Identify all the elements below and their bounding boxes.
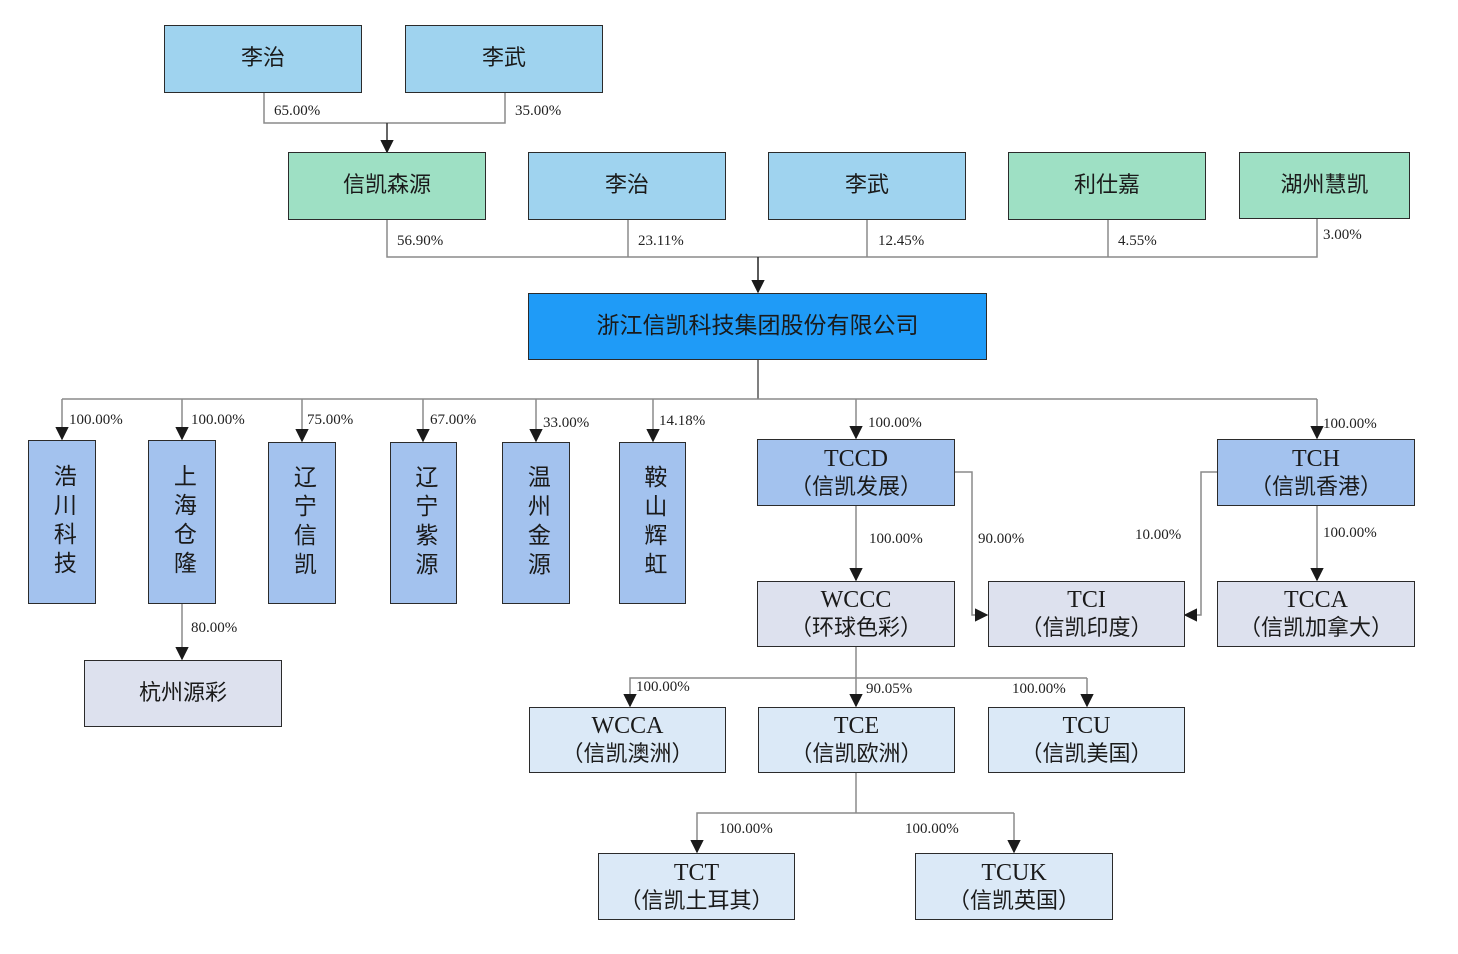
node-code: TCCA [1283,587,1348,614]
node-wenzhou-jinyuan[interactable]: 温州金源 [502,442,570,604]
node-label: 上海仓隆 [169,464,196,580]
pct-li-wu-top-senyuan: 35.00% [515,103,562,119]
pct-wcca: 100.00% [636,679,690,695]
node-li-zhi[interactable]: 李治 [528,152,726,220]
edge-tch-to-tci [1183,471,1217,622]
node-label: （信凯澳洲） [561,742,694,768]
node-label: 李武 [844,173,889,199]
node-code: TCT [673,859,720,886]
node-tcuk[interactable]: TCUK （信凯英国） [915,853,1113,920]
node-shanghai-canglong[interactable]: 上海仓隆 [148,440,216,604]
pct-lishijia: 4.55% [1118,233,1157,249]
node-code: TCH [1292,445,1340,472]
node-company[interactable]: 浙江信凯科技集团股份有限公司 [528,293,987,360]
pct-li-zhi: 23.11% [638,233,684,249]
pct-tct: 100.00% [719,821,773,837]
node-label: 辽宁紫源 [410,465,437,581]
node-label: 浩川科技 [49,464,76,580]
node-tcu[interactable]: TCU （信凯美国） [988,707,1185,773]
pct-li-zhi-top-senyuan: 65.00% [274,103,321,119]
pct-shanghai: 100.00% [191,412,245,428]
node-wccc[interactable]: WCCC （环球色彩） [757,581,955,647]
pct-liaoning-xinkai: 75.00% [307,412,354,428]
node-code: TCU [1062,713,1111,740]
node-haochuan[interactable]: 浩川科技 [28,440,96,604]
node-label: （信凯土耳其） [619,888,774,914]
pct-hangzhou: 80.00% [191,620,238,636]
node-huzhou-huikai[interactable]: 湖州慧凯 [1239,152,1410,219]
node-tch[interactable]: TCH （信凯香港） [1217,439,1415,506]
pct-tcuk: 100.00% [905,821,959,837]
node-label: 浙江信凯科技集团股份有限公司 [596,313,919,340]
pct-haochuan: 100.00% [69,412,123,428]
edge-to-wcca [623,677,1087,708]
node-code: TCI [1067,587,1106,614]
node-code: TCCD [823,445,888,472]
pct-tccd-tci: 90.00% [978,531,1025,547]
node-label: （信凯印度） [1020,616,1153,642]
node-label: （信凯香港） [1249,474,1382,500]
pct-liaoning-ziyuan: 67.00% [430,412,477,428]
node-tcca[interactable]: TCCA （信凯加拿大） [1217,581,1415,647]
pct-tcu: 100.00% [1012,681,1066,697]
pct-tch-tci: 10.00% [1135,527,1182,543]
pct-wenzhou: 33.00% [543,415,590,431]
pct-tcca: 100.00% [1323,525,1377,541]
node-label: 利仕嘉 [1073,173,1140,199]
node-tce[interactable]: TCE （信凯欧洲） [758,707,955,773]
edge-li-zhi-top-senyuan [263,93,506,124]
node-label: 李治 [604,173,649,199]
node-li-wu-top[interactable]: 李武 [405,25,603,93]
node-label: （信凯发展） [789,474,922,500]
node-xinkai-senyuan[interactable]: 信凯森源 [288,152,486,220]
pct-senyuan: 56.90% [397,233,444,249]
node-label: 李武 [481,46,526,72]
edge-tccd-to-tci [954,471,989,622]
node-label: （信凯美国） [1020,742,1153,768]
node-li-zhi-top[interactable]: 李治 [164,25,362,93]
pct-tccd: 100.00% [868,415,922,431]
node-liaoning-xinkai[interactable]: 辽宁信凯 [268,442,336,604]
node-tct[interactable]: TCT （信凯土耳其） [598,853,795,920]
node-code: TCUK [981,859,1047,886]
node-label: （环球色彩） [789,616,922,642]
edge-to-tct [690,812,1014,854]
node-li-wu[interactable]: 李武 [768,152,966,220]
node-label: 鞍山辉虹 [639,465,666,581]
node-label: 辽宁信凯 [289,465,316,581]
node-label: 杭州源彩 [138,680,227,706]
node-liaoning-ziyuan[interactable]: 辽宁紫源 [390,442,457,604]
pct-li-wu: 12.45% [878,233,925,249]
node-label: 李治 [240,46,285,72]
pct-tce: 90.05% [866,681,913,697]
node-code: WCCC [820,587,892,614]
pct-tch: 100.00% [1323,416,1377,432]
node-tci[interactable]: TCI （信凯印度） [988,581,1185,647]
node-label: 温州金源 [523,465,550,581]
node-code: TCE [833,713,880,740]
pct-wccc: 100.00% [869,531,923,547]
node-wcca[interactable]: WCCA （信凯澳洲） [529,707,726,773]
node-label: （信凯英国） [947,888,1080,914]
node-label: （信凯加拿大） [1238,616,1393,642]
node-tccd[interactable]: TCCD （信凯发展） [757,439,955,506]
node-label: 湖州慧凯 [1280,172,1369,198]
node-code: WCCA [591,713,664,740]
node-label: 信凯森源 [342,173,431,199]
node-hangzhou-yuancai[interactable]: 杭州源彩 [84,660,282,727]
pct-huzhou: 3.00% [1323,227,1362,243]
pct-anshan: 14.18% [659,413,706,429]
node-label: （信凯欧洲） [790,742,923,768]
node-anshan-huihong[interactable]: 鞍山辉虹 [619,442,686,604]
node-lishijia[interactable]: 利仕嘉 [1008,152,1206,220]
edge-shareholders-bus [386,219,1318,258]
